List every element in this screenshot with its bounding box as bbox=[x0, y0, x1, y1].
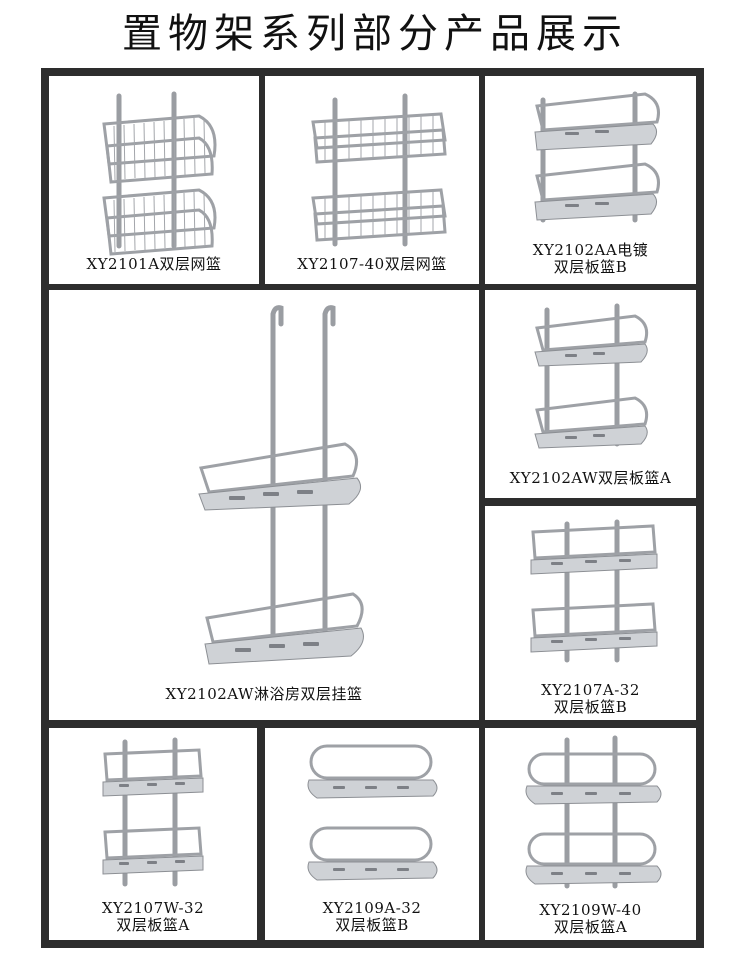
product-name-line2: 双层板篮B bbox=[553, 698, 628, 716]
product-name: XY2102AA电镀 bbox=[532, 241, 649, 259]
product-card-xy2109w-40[interactable]: XY2109W-40 双层板篮A bbox=[485, 728, 696, 940]
product-name: XY2109A-32 bbox=[322, 899, 422, 917]
product-card-xy2107-40[interactable]: XY2107-40双层网篮 bbox=[265, 76, 479, 284]
rect-plate-basket-image bbox=[102, 737, 204, 887]
corner-plate-basket-image bbox=[534, 91, 660, 223]
product-name: XY2102AW淋浴房双层挂篮 bbox=[165, 685, 363, 703]
corner-plate-basket-image bbox=[534, 303, 649, 449]
product-grid: XY2101A双层网篮 bbox=[41, 68, 704, 948]
corner-wire-basket-image bbox=[102, 91, 217, 256]
product-card-xy2109a-32[interactable]: XY2109A-32 双层板篮B bbox=[265, 728, 479, 940]
product-card-xy2101a[interactable]: XY2101A双层网篮 bbox=[49, 76, 259, 284]
rect-plate-basket-image bbox=[530, 519, 658, 663]
product-label: XY2107W-32 双层板篮A bbox=[49, 900, 257, 934]
product-card-xy2107a-32[interactable]: XY2107A-32 双层板篮B bbox=[485, 506, 696, 720]
product-label: XY2109A-32 双层板篮B bbox=[265, 900, 479, 934]
product-name: XY2101A双层网篮 bbox=[86, 255, 222, 273]
product-label: XY2102AW双层板篮A bbox=[485, 470, 696, 487]
page-title: 置物架系列部分产品展示 bbox=[122, 11, 628, 57]
product-name-line2: 双层板篮B bbox=[553, 258, 628, 276]
product-label: XY2101A双层网篮 bbox=[49, 256, 259, 273]
hanging-corner-basket-image bbox=[198, 305, 364, 665]
product-name-line2: 双层板篮A bbox=[116, 916, 190, 934]
product-name: XY2109W-40 bbox=[539, 901, 642, 919]
product-card-xy2102aw-hanging[interactable]: XY2102AW淋浴房双层挂篮 bbox=[49, 290, 479, 720]
product-label: XY2102AA电镀 双层板篮B bbox=[485, 242, 696, 276]
product-name-line2: 双层板篮B bbox=[335, 916, 409, 934]
product-label: XY2102AW淋浴房双层挂篮 bbox=[49, 686, 479, 703]
product-label: XY2107-40双层网篮 bbox=[265, 256, 479, 273]
oval-plate-basket-image bbox=[307, 744, 438, 881]
oval-plate-basket-image bbox=[525, 735, 662, 889]
product-name: XY2107W-32 bbox=[101, 899, 205, 917]
product-name: XY2107-40双层网篮 bbox=[297, 255, 447, 273]
rect-wire-basket-image bbox=[311, 93, 447, 247]
product-card-xy2102aw-a[interactable]: XY2102AW双层板篮A bbox=[485, 290, 696, 498]
product-name-line2: 双层板篮A bbox=[553, 918, 628, 936]
product-card-xy2107w-32[interactable]: XY2107W-32 双层板篮A bbox=[49, 728, 257, 940]
product-name: XY2102AW双层板篮A bbox=[509, 469, 672, 487]
product-card-xy2102aa[interactable]: XY2102AA电镀 双层板篮B bbox=[485, 76, 696, 284]
product-label: XY2107A-32 双层板篮B bbox=[485, 682, 696, 716]
product-name: XY2107A-32 bbox=[541, 681, 640, 699]
product-label: XY2109W-40 双层板篮A bbox=[485, 902, 696, 936]
